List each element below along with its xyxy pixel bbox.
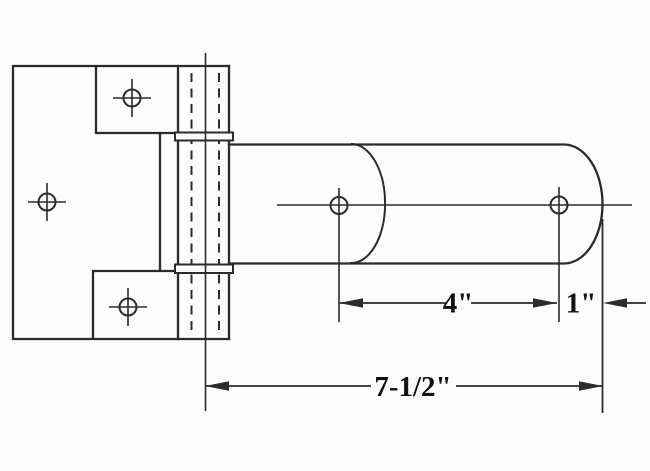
hole-crosshair-strap-1 [329, 188, 349, 322]
hole-crosshair-top-tab [113, 79, 151, 117]
hole-crosshair-strap-2 [549, 187, 569, 322]
hole-crosshair-plate-center [28, 183, 66, 221]
arrowhead-left-icon [339, 298, 363, 308]
arrowhead-right-icon [533, 298, 557, 308]
hinge-barrel [176, 64, 231, 341]
dimension-1in: 1" [566, 288, 646, 320]
arrowhead-right-icon [579, 381, 603, 391]
dimension-4in: 4" [339, 288, 557, 320]
dimension-4in-label: 4" [443, 288, 474, 320]
knuckle-joint-band-bottom [174, 263, 234, 274]
left-leaf-outline [11, 64, 231, 341]
strap-outline [227, 143, 604, 265]
strap-shoulder-arc [349, 142, 387, 265]
arrowhead-left-icon [205, 381, 229, 391]
dimension-1in-label: 1" [566, 288, 597, 320]
dimension-7half-in: 7-1/2" [205, 371, 603, 403]
knuckle-joint-band-top [174, 131, 234, 142]
hole-crosshair-bottom-tab [109, 288, 147, 326]
dimension-7half-label: 7-1/2" [374, 371, 451, 403]
arrowhead-left-icon [603, 298, 627, 308]
